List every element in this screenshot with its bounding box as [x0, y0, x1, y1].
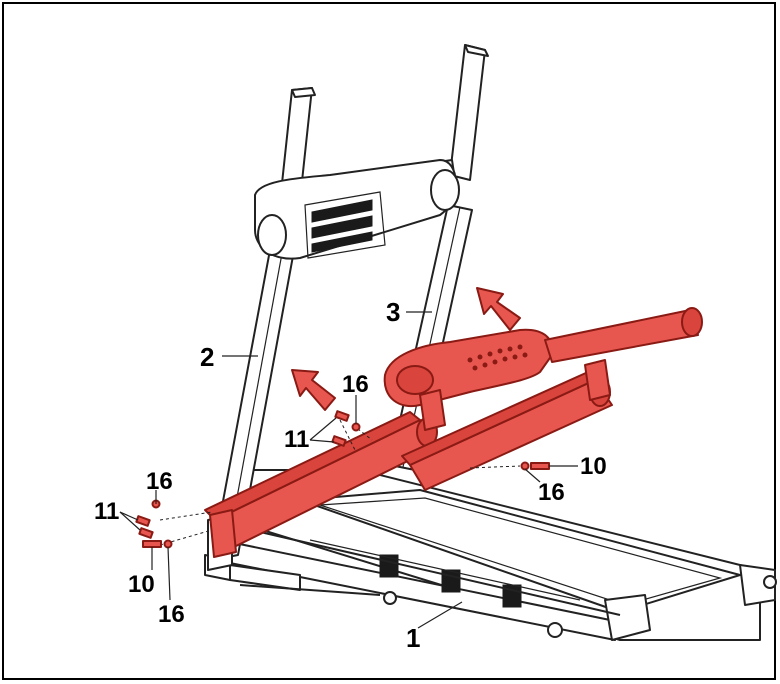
label-washer-16-mid: 16 [342, 371, 369, 398]
label-washer-16-right: 16 [538, 479, 565, 506]
hardware-left [119, 490, 213, 601]
direction-arrow-left [291, 369, 336, 411]
hardware-mid [309, 395, 373, 451]
leader-part-1 [417, 601, 463, 629]
label-washer-16-left-top: 16 [146, 468, 173, 495]
console-assembly [254, 44, 489, 260]
label-screw-11-left: 11 [94, 498, 119, 525]
label-bolt-10-left: 10 [128, 571, 155, 598]
direction-arrow-right [476, 287, 521, 331]
label-part-2: 2 [200, 342, 214, 372]
label-washer-16-left-bottom: 16 [158, 601, 185, 628]
label-bolt-10-right: 10 [580, 453, 607, 480]
red-side-frame [204, 307, 703, 558]
label-screw-11-mid: 11 [284, 426, 309, 453]
label-part-3: 3 [386, 297, 400, 327]
label-part-1: 1 [406, 623, 420, 653]
hardware-right [469, 461, 578, 483]
